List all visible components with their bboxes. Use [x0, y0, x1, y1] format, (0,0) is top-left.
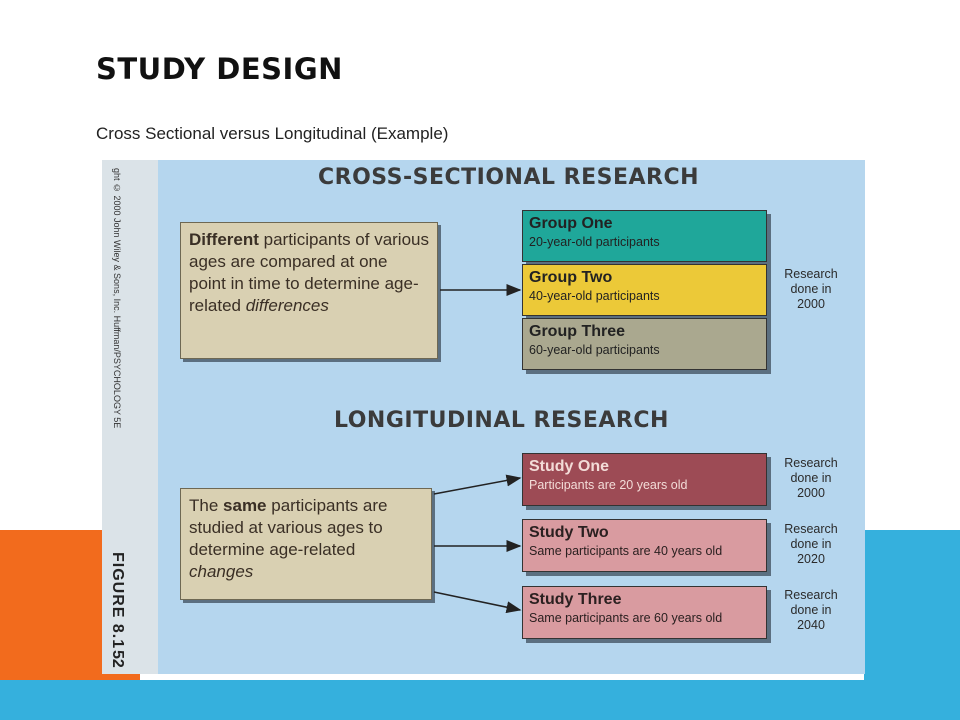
- group-subtitle: 20-year-old participants: [529, 235, 660, 249]
- study-subtitle: Participants are 20 years old: [529, 478, 688, 492]
- longitudinal-description: The same participants are studied at var…: [180, 488, 432, 600]
- description-text: participants of various ages are compare…: [189, 230, 429, 315]
- note-line: 2020: [797, 552, 825, 566]
- note-line: done in: [790, 603, 832, 617]
- figure-margin: ght © 2000 John Wiley & Sons, Inc. Huffm…: [102, 160, 158, 674]
- study-one-box: Study One Participants are 20 years old: [522, 453, 767, 506]
- study-one-year-note: Research done in 2000: [778, 456, 844, 501]
- note-line: 2000: [797, 486, 825, 500]
- research-figure: ght © 2000 John Wiley & Sons, Inc. Huffm…: [102, 160, 865, 674]
- note-line: Research: [784, 267, 838, 281]
- note-line: 2000: [797, 297, 825, 311]
- description-strong: Different: [189, 230, 259, 249]
- group-title: Group One: [529, 215, 613, 232]
- bottom-band-decoration: [0, 680, 960, 720]
- study-subtitle: Same participants are 60 years old: [529, 611, 723, 625]
- study-subtitle: Same participants are 40 years old: [529, 544, 723, 558]
- note-line: Research: [784, 456, 838, 470]
- cross-sectional-year-note: Research done in 2000: [778, 267, 844, 312]
- note-line: 2040: [797, 618, 825, 632]
- study-title: Study Three: [529, 591, 622, 608]
- note-line: done in: [790, 537, 832, 551]
- cross-sectional-heading: CROSS-SECTIONAL RESEARCH: [318, 165, 700, 190]
- group-subtitle: 40-year-old participants: [529, 289, 660, 303]
- study-three-arrow: [433, 591, 522, 614]
- copyright-text: ght © 2000 John Wiley & Sons, Inc. Huffm…: [112, 168, 122, 429]
- group-three-box: Group Three 60-year-old participants: [522, 318, 767, 370]
- study-one-arrow: [433, 474, 522, 495]
- study-three-year-note: Research done in 2040: [778, 588, 844, 633]
- note-line: done in: [790, 471, 832, 485]
- cross-sectional-description: Different participants of various ages a…: [180, 222, 438, 359]
- group-one-box: Group One 20-year-old participants: [522, 210, 767, 262]
- group-title: Group Three: [529, 323, 626, 340]
- slide-title: STUDY DESIGN: [96, 52, 343, 86]
- group-two-box: Group Two 40-year-old participants: [522, 264, 767, 316]
- study-two-box: Study Two Same participants are 40 years…: [522, 519, 767, 572]
- note-line: done in: [790, 282, 832, 296]
- description-text: participants are studied at various ages…: [189, 496, 388, 559]
- longitudinal-heading: LONGITUDINAL RESEARCH: [334, 408, 669, 433]
- study-two-year-note: Research done in 2020: [778, 522, 844, 567]
- study-title: Study One: [529, 458, 610, 475]
- note-line: Research: [784, 522, 838, 536]
- study-title: Study Two: [529, 524, 609, 541]
- group-title: Group Two: [529, 269, 613, 286]
- group-subtitle: 60-year-old participants: [529, 343, 660, 357]
- figure-label: FIGURE 8.1: [109, 552, 126, 650]
- study-three-box: Study Three Same participants are 60 yea…: [522, 586, 767, 639]
- slide-subtitle: Cross Sectional versus Longitudinal (Exa…: [96, 124, 449, 143]
- connector-arrows: [433, 284, 522, 614]
- description-emphasis: differences: [245, 296, 329, 315]
- description-text: The: [189, 496, 224, 515]
- description-emphasis: changes: [189, 562, 254, 581]
- description-strong: same: [223, 496, 267, 515]
- note-line: Research: [784, 588, 838, 602]
- page-number: 52: [109, 650, 126, 668]
